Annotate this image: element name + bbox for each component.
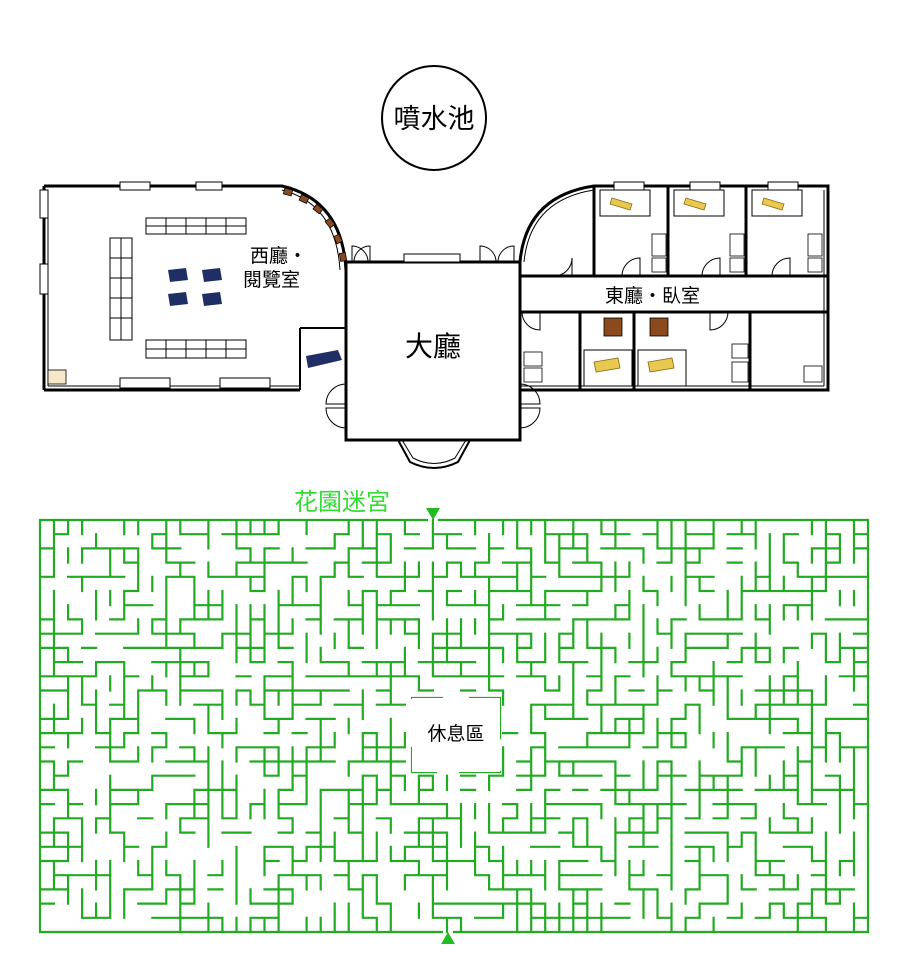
fountain-label: 噴水池: [394, 104, 475, 135]
triangle-down-icon: [426, 508, 440, 520]
rest-area: 休息區: [412, 698, 500, 772]
rest-area-label: 休息區: [427, 723, 484, 745]
reading-sofas: [168, 268, 342, 368]
triangle-up-icon: [441, 932, 455, 944]
west-hall-label-2: 閱覽室: [243, 269, 300, 291]
west-hall: 西廳・ 閱覽室: [39, 181, 348, 392]
fountain: 噴水池: [381, 65, 487, 171]
maze-title: 花園迷宮: [294, 488, 390, 516]
east-hall-label: 東廳・臥室: [605, 285, 700, 307]
west-hall-label-1: 西廳・: [250, 245, 307, 267]
desks-lower: [603, 317, 669, 337]
beds-lower: [583, 349, 687, 387]
bookshelf-left: [109, 237, 133, 341]
fixtures-lower: [523, 343, 823, 383]
fixtures-upper: [651, 233, 823, 273]
bookshelf-top: [145, 217, 247, 235]
curved-shelves: [282, 187, 348, 262]
bookshelf-bottom: [145, 339, 247, 359]
maze-walls: [38, 518, 870, 934]
main-hall-label: 大廳: [405, 330, 461, 363]
main-hall: 大廳: [325, 245, 541, 469]
east-hall: 東廳・臥室: [518, 181, 830, 392]
garden-maze: [38, 518, 870, 934]
